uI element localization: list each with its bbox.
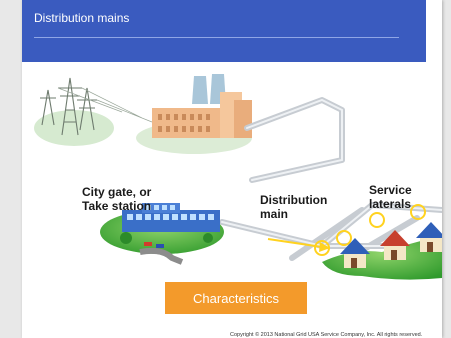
power-plant-icon <box>152 74 252 138</box>
slide: Distribution mains <box>22 0 442 338</box>
city-gate-building-icon <box>120 203 220 248</box>
power-tower-icon <box>40 77 153 136</box>
house-icon <box>340 238 370 268</box>
houses-ground <box>322 236 442 280</box>
service-lateral-markers <box>314 204 426 256</box>
house-icon <box>380 230 410 260</box>
label-distribution-main: Distribution main <box>260 193 328 221</box>
slide-header: Distribution mains <box>22 0 426 62</box>
label-service-laterals: Service laterals <box>369 183 412 211</box>
header-divider <box>34 37 399 38</box>
distribution-illustration <box>34 74 442 280</box>
slide-title: Distribution mains <box>34 11 130 25</box>
house-icon <box>416 222 442 252</box>
tower-ground <box>34 110 114 146</box>
flow-arrow-icon <box>267 238 330 252</box>
characteristics-button[interactable]: Characteristics <box>165 282 307 314</box>
copyright-text: Copyright © 2013 National Grid USA Servi… <box>230 332 423 338</box>
label-city-gate: City gate, or Take station <box>82 185 152 213</box>
